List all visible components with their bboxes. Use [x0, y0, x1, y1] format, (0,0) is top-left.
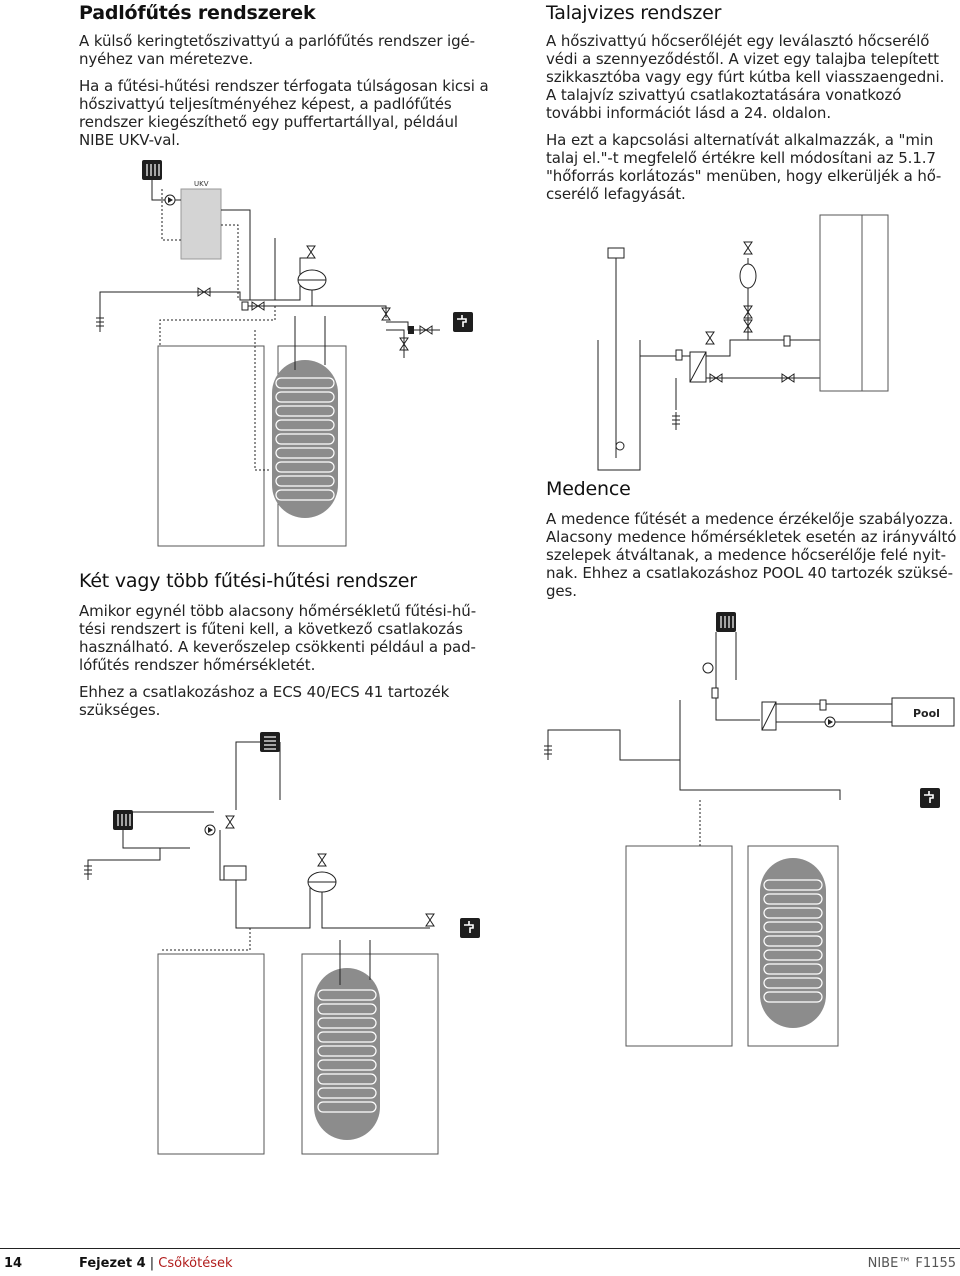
footer-page-number: 14: [4, 1256, 23, 1271]
coil-tank-3: [314, 968, 380, 1140]
footer-separator: |: [149, 1256, 155, 1271]
heat-pump-unit-4: [625, 845, 733, 1047]
two-systems-p1: Amikor egynél több alacsony hőmérsékletű…: [79, 602, 477, 674]
pool-box: [891, 697, 955, 727]
ground-water-p1: A hőszivattyú hőcserőléjét egy leválaszt…: [546, 32, 945, 122]
pool-label: Pool: [913, 707, 940, 720]
two-systems-title: Két vagy több fűtési-hűtési rendszer: [79, 570, 417, 592]
footer-section: Csőkötések: [158, 1256, 233, 1271]
footer-rule: [0, 1248, 960, 1249]
coil-tank-1: [272, 360, 338, 518]
two-systems-text: Amikor egynél több alacsony hőmérsékletű…: [79, 602, 499, 728]
ground-water-diagram: [597, 214, 889, 471]
footer-brand: NIBE™ F1155: [867, 1256, 956, 1271]
floor-heating-title: Padlófűtés rendszerek: [79, 2, 316, 24]
pool-title: Medence: [546, 478, 631, 500]
pool-diagram: Pool: [543, 611, 955, 1047]
heat-pump-unit-1: [157, 345, 265, 547]
two-systems-p2: Ehhez a csatlakozáshoz a ECS 40/ECS 41 t…: [79, 683, 450, 719]
ukv-tank: [180, 188, 222, 260]
footer-chapter-label: Fejezet 4: [79, 1256, 146, 1271]
floor-heating-text: A külső keringtetőszivattyú a parlófűtés…: [79, 32, 489, 158]
floor-heating-p2: Ha a fűtési-hűtési rendszer térfogata tú…: [79, 77, 489, 149]
ground-water-title: Talajvizes rendszer: [546, 2, 722, 24]
pool-text: A medence fűtését a medence érzékelője s…: [546, 510, 958, 609]
heat-pump-unit-2: [819, 214, 889, 392]
coil-tank-4: [760, 858, 826, 1028]
footer-chapter: Fejezet 4 | Csőkötések: [79, 1256, 233, 1271]
ground-water-p2: Ha ezt a kapcsolási alternatívát alkalma…: [546, 131, 942, 203]
two-systems-diagram: [83, 731, 481, 1155]
ground-water-text: A hőszivattyú hőcserőléjét egy leválaszt…: [546, 32, 958, 212]
ukv-label: UKV: [194, 180, 209, 188]
ukv-diagram: UKV: [95, 159, 474, 547]
heat-pump-unit-3: [157, 953, 265, 1155]
floor-heating-p1: A külső keringtetőszivattyú a parlófűtés…: [79, 32, 475, 68]
pool-p1: A medence fűtését a medence érzékelője s…: [546, 510, 957, 600]
schematic-diagrams: UKV: [83, 159, 955, 1155]
